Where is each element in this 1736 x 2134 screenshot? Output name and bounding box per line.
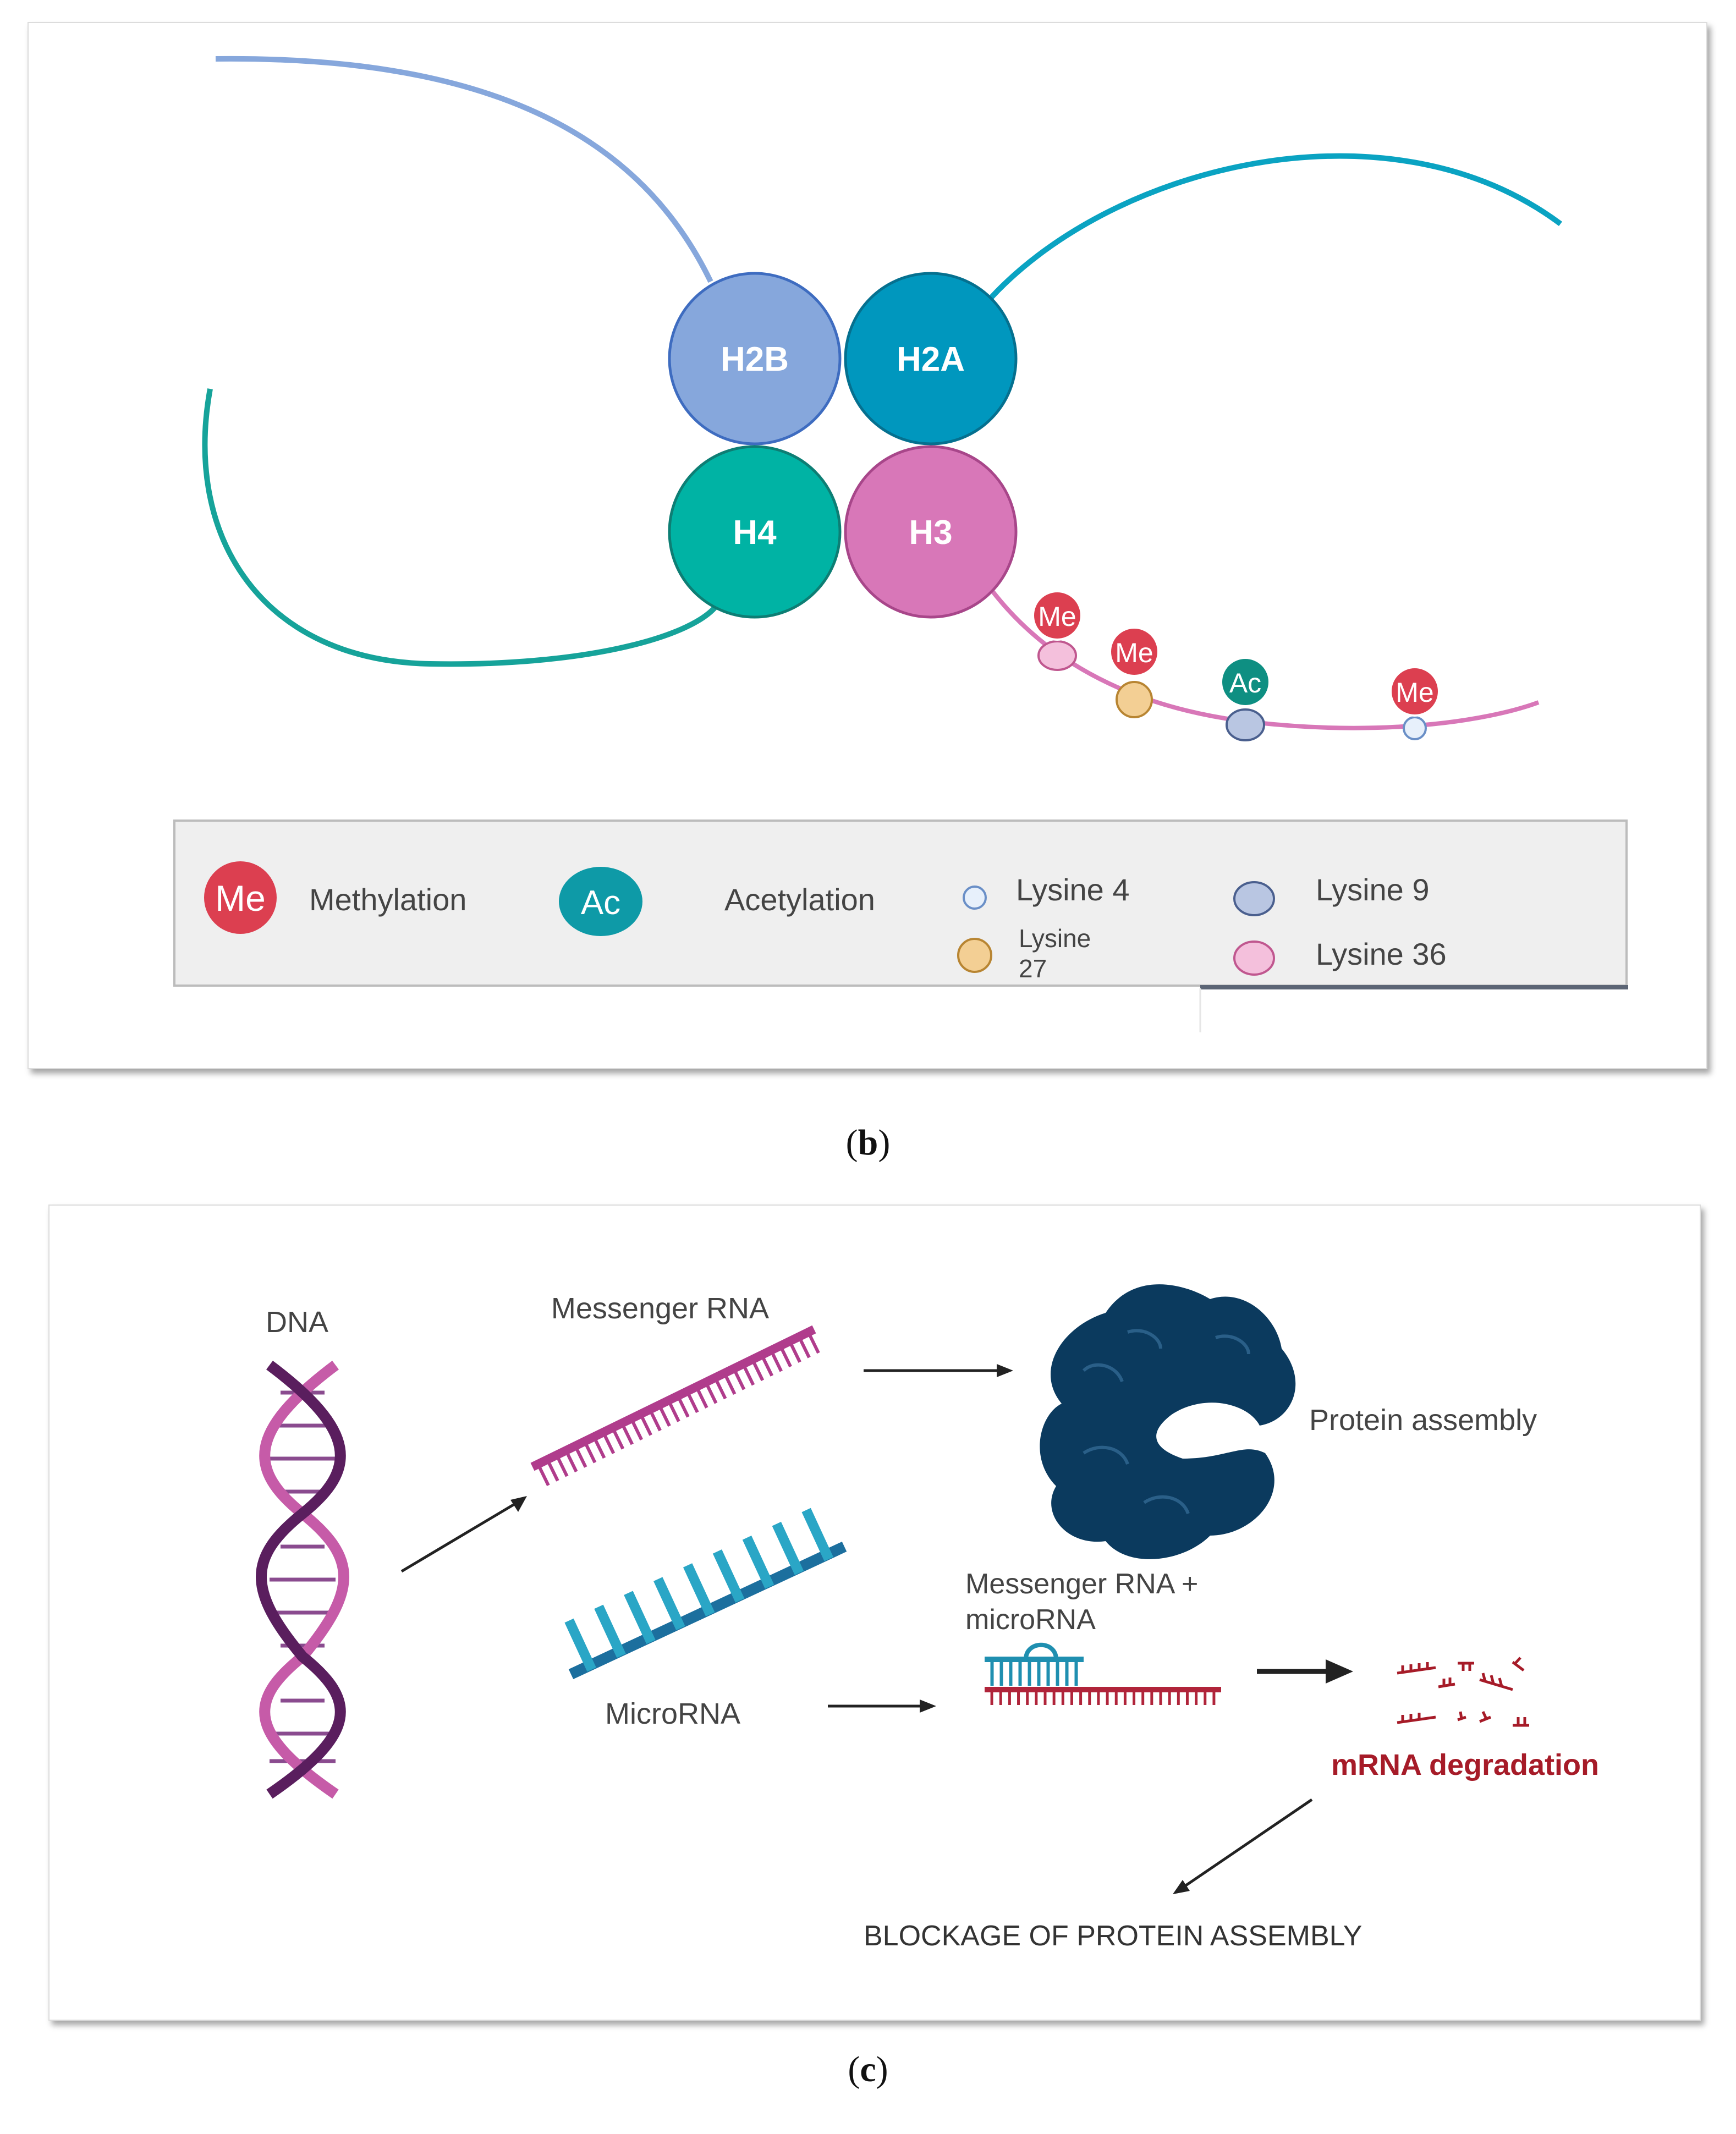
h2b-label: H2B <box>721 340 789 378</box>
nucleotide-tooth <box>611 1427 625 1450</box>
dna-helix-icon <box>256 1361 349 1799</box>
arrow-dna-to-mrna <box>400 1496 527 1573</box>
h4-label: H4 <box>733 514 777 552</box>
nucleotide-tooth <box>592 1436 606 1459</box>
legend-methylation: Me Methylation <box>204 861 466 934</box>
caption-c: (c) <box>848 2049 888 2089</box>
ac-badge: Ac <box>1229 668 1261 698</box>
complex-label-line1: Messenger RNA + <box>965 1568 1198 1600</box>
arrow-complex-to-degradation <box>1257 1659 1353 1684</box>
histone-h4: H4 <box>668 445 842 619</box>
nucleotide-tooth <box>704 1382 718 1404</box>
dna-label: DNA <box>266 1306 328 1339</box>
nucleotide-tooth <box>620 1422 634 1445</box>
nucleotide-tooth <box>555 1454 569 1477</box>
legend: Me Methylation Ac Acetylation Lysine 4 L… <box>173 820 1628 1032</box>
dna-strand-h2b <box>215 56 713 283</box>
nucleotide-tooth <box>630 1418 643 1440</box>
legend-lysine4: Lysine 4 <box>963 872 1130 910</box>
legend-acetylation: Ac Acetylation <box>559 867 875 936</box>
protein-assembly-icon <box>1040 1284 1296 1559</box>
me-badge-3: Me <box>1396 677 1433 708</box>
nucleotide-tooth <box>760 1354 774 1377</box>
dna-strand-h2a <box>984 153 1562 306</box>
mark-lysine9-acetyl: Ac <box>1220 657 1271 741</box>
nucleotide-tooth <box>667 1400 680 1422</box>
nucleotide-tooth <box>788 1340 801 1363</box>
mrna-fragments-icon <box>1397 1657 1529 1727</box>
nucleotide-tooth <box>676 1395 690 1418</box>
nucleotide-tooth <box>574 1445 587 1468</box>
nucleotide-tooth <box>770 1350 783 1372</box>
nucleotide-tooth <box>732 1368 746 1390</box>
histone-h2b: H2B <box>668 272 842 446</box>
arrow-degradation-to-blockage <box>1173 1798 1313 1894</box>
mark-lysine4-methyl: Me <box>1389 666 1440 740</box>
legend-lysine36: Lysine 36 <box>1233 937 1447 976</box>
nucleotide-tooth <box>806 1331 820 1354</box>
nucleotide-tooth <box>797 1336 811 1358</box>
blockage-label: BLOCKAGE OF PROTEIN ASSEMBLY <box>864 1920 1362 1952</box>
mark-lysine36-methyl: Me <box>1032 590 1083 671</box>
complex-label-line2: microRNA <box>965 1604 1096 1636</box>
nucleotide-tooth <box>564 1450 578 1473</box>
me-badge-2: Me <box>1115 637 1153 668</box>
nucleotide-tooth <box>594 1604 626 1658</box>
arrow-microrna-to-complex <box>828 1700 936 1713</box>
nucleotide-tooth <box>685 1390 699 1414</box>
legend-ac-badge: Ac <box>581 884 620 922</box>
nucleotide-tooth <box>772 1521 804 1575</box>
nucleotide-tooth <box>779 1345 792 1368</box>
nucleotide-tooth <box>801 1508 833 1561</box>
nucleotide-tooth <box>624 1591 656 1645</box>
nucleotide-tooth <box>712 1549 745 1603</box>
mark-lysine27-methyl: Me <box>1109 626 1160 718</box>
nucleotide-tooth <box>723 1372 737 1395</box>
histone-h2a: H2A <box>844 272 1018 446</box>
nucleotide-tooth <box>742 1536 774 1589</box>
nucleotide-tooth <box>653 1577 685 1631</box>
nucleotide-tooth <box>648 1409 662 1432</box>
nucleotide-tooth <box>546 1459 559 1482</box>
nucleotide-tooth <box>602 1432 616 1454</box>
nucleotide-tooth <box>639 1414 652 1436</box>
legend-acetylation-label: Acetylation <box>724 882 875 917</box>
nucleotide-tooth <box>741 1363 755 1386</box>
nucleotide-tooth <box>695 1386 708 1409</box>
microrna-svg: DNA Messenger RNA <box>256 1284 1599 1952</box>
nucleotide-tooth <box>583 1441 597 1464</box>
mrna-degradation-label: mRNA degradation <box>1331 1748 1599 1781</box>
panel-c-microrna-diagram: DNA Messenger RNA <box>48 1204 1701 2021</box>
legend-lysine27-label-1: Lysine <box>1019 924 1091 953</box>
legend-lysine27-label-2: 27 <box>1019 954 1047 983</box>
h3-label: H3 <box>909 514 952 552</box>
caption-b: (b) <box>845 1123 891 1163</box>
mrna-microrna-complex-icon <box>985 1642 1221 1705</box>
nucleotide-tooth <box>713 1377 727 1400</box>
dna-strand-h4 <box>202 388 718 667</box>
nucleotide-tooth <box>683 1563 715 1616</box>
messenger-rna-icon <box>530 1325 820 1486</box>
protein-assembly-label: Protein assembly <box>1309 1404 1537 1437</box>
microrna-icon <box>564 1508 847 1680</box>
nucleotide-tooth <box>536 1464 550 1486</box>
legend-lysine4-label: Lysine 4 <box>1016 872 1130 907</box>
legend-lysine27: Lysine 27 <box>957 924 1091 983</box>
me-badge-1: Me <box>1038 601 1076 632</box>
h2a-label: H2A <box>897 340 965 378</box>
legend-lysine9-label: Lysine 9 <box>1316 872 1430 907</box>
panel-b-histone-diagram: H2B H2A H4 H3 Me Me Ac <box>28 22 1707 1069</box>
nucleotide-tooth <box>657 1404 671 1427</box>
legend-methylation-label: Methylation <box>309 882 466 917</box>
legend-lysine36-label: Lysine 36 <box>1316 937 1447 971</box>
legend-me-badge: Me <box>215 878 266 919</box>
arrow-mrna-to-protein <box>864 1364 1013 1377</box>
nucleotide-tooth <box>564 1618 596 1672</box>
histone-h3: H3 <box>844 445 1018 619</box>
legend-lysine9: Lysine 9 <box>1233 872 1430 916</box>
messenger-rna-label: Messenger RNA <box>551 1292 769 1325</box>
histone-svg: H2B H2A H4 H3 Me Me Ac <box>173 56 1628 1032</box>
microrna-label: MicroRNA <box>605 1697 740 1730</box>
nucleotide-tooth <box>751 1358 765 1382</box>
